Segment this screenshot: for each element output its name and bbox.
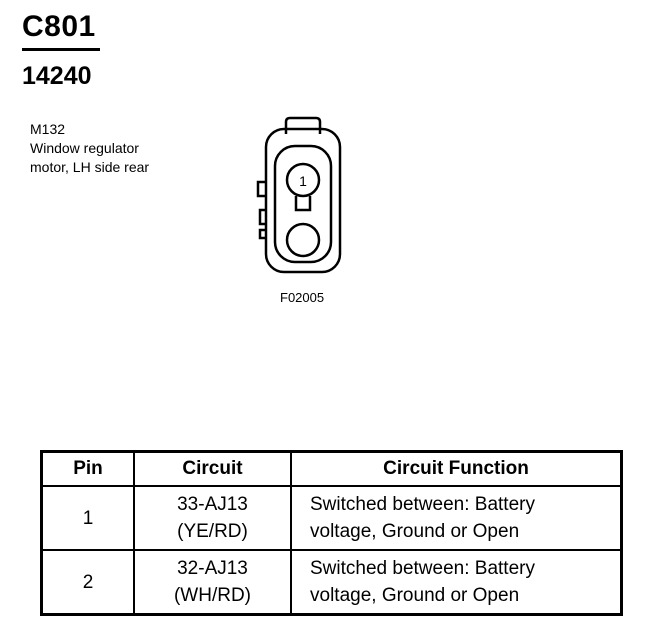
table-row: 2 32-AJ13 (WH/RD) Switched between: Batt… bbox=[40, 549, 623, 616]
circuit-color: (WH/RD) bbox=[173, 585, 252, 606]
pin-1-label: 1 bbox=[299, 173, 307, 189]
component-description: M132 Window regulator motor, LH side rea… bbox=[30, 120, 149, 177]
pin-cell: 2 bbox=[40, 549, 135, 616]
connector-face-diagram: 1 bbox=[256, 116, 342, 274]
function-line-1: Switched between: Battery bbox=[310, 558, 535, 579]
connector-id-title: C801 bbox=[22, 10, 96, 43]
circuit-number: 33-AJ13 bbox=[177, 494, 248, 515]
circuit-color: (YE/RD) bbox=[177, 521, 248, 542]
pin-table: Pin Circuit Circuit Function 1 33-AJ13 (… bbox=[40, 450, 623, 616]
circuit-number: 32-AJ13 bbox=[177, 558, 248, 579]
circuit-function-cell: Switched between: Battery voltage, Groun… bbox=[290, 485, 623, 551]
part-number: 14240 bbox=[22, 62, 92, 90]
table-row: 1 33-AJ13 (YE/RD) Switched between: Batt… bbox=[40, 485, 623, 551]
header-pin: Pin bbox=[40, 450, 135, 487]
header-circuit: Circuit bbox=[133, 450, 292, 487]
function-line-1: Switched between: Battery bbox=[310, 494, 535, 515]
pin-cell: 1 bbox=[40, 485, 135, 551]
title-underline bbox=[22, 48, 100, 51]
table-header-row: Pin Circuit Circuit Function bbox=[40, 450, 623, 487]
function-line-2: voltage, Ground or Open bbox=[310, 585, 520, 606]
figure-reference: F02005 bbox=[280, 290, 325, 305]
component-description-line-1: Window regulator bbox=[30, 140, 139, 156]
header-circuit-function: Circuit Function bbox=[290, 450, 623, 487]
component-code: M132 bbox=[30, 121, 66, 137]
circuit-cell: 32-AJ13 (WH/RD) bbox=[133, 549, 292, 616]
function-line-2: voltage, Ground or Open bbox=[310, 521, 520, 542]
component-description-line-2: motor, LH side rear bbox=[30, 159, 150, 175]
circuit-function-cell: Switched between: Battery voltage, Groun… bbox=[290, 549, 623, 616]
circuit-cell: 33-AJ13 (YE/RD) bbox=[133, 485, 292, 551]
